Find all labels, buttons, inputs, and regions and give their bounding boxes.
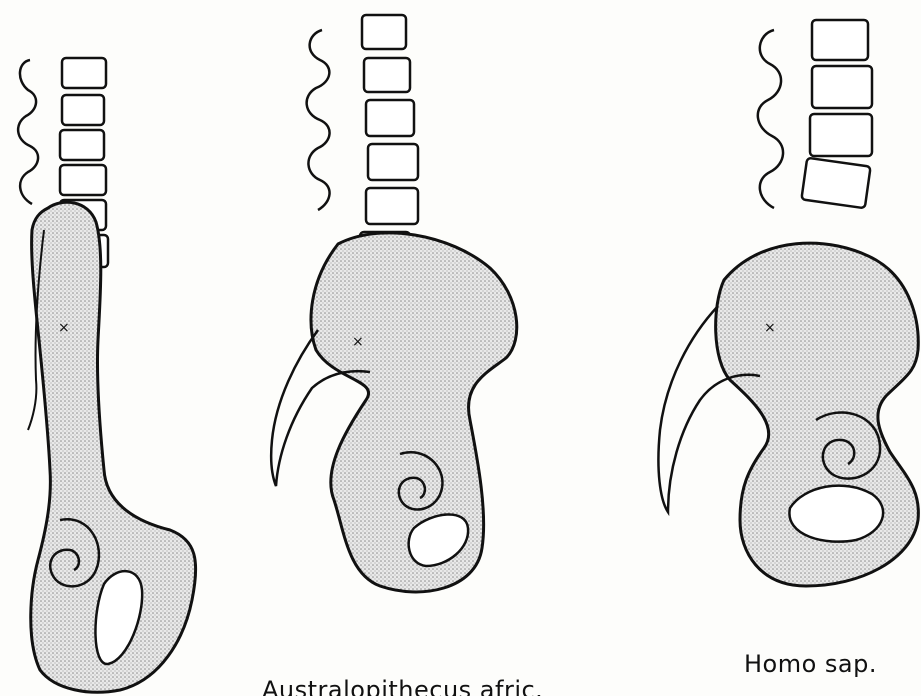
right-x-mark: × (764, 320, 776, 336)
middle-spine (307, 15, 418, 262)
left-specimen: × (18, 58, 196, 692)
caption-australopithecus: Australopithecus afric. (262, 676, 543, 696)
right-specimen: × (658, 20, 918, 586)
right-spine (758, 20, 872, 208)
right-foramen (789, 486, 883, 542)
middle-specimen: × (271, 15, 517, 592)
middle-x-mark: × (352, 334, 364, 350)
caption-homo-sapiens: Homo sap. (744, 650, 877, 678)
left-x-mark: × (58, 320, 70, 336)
